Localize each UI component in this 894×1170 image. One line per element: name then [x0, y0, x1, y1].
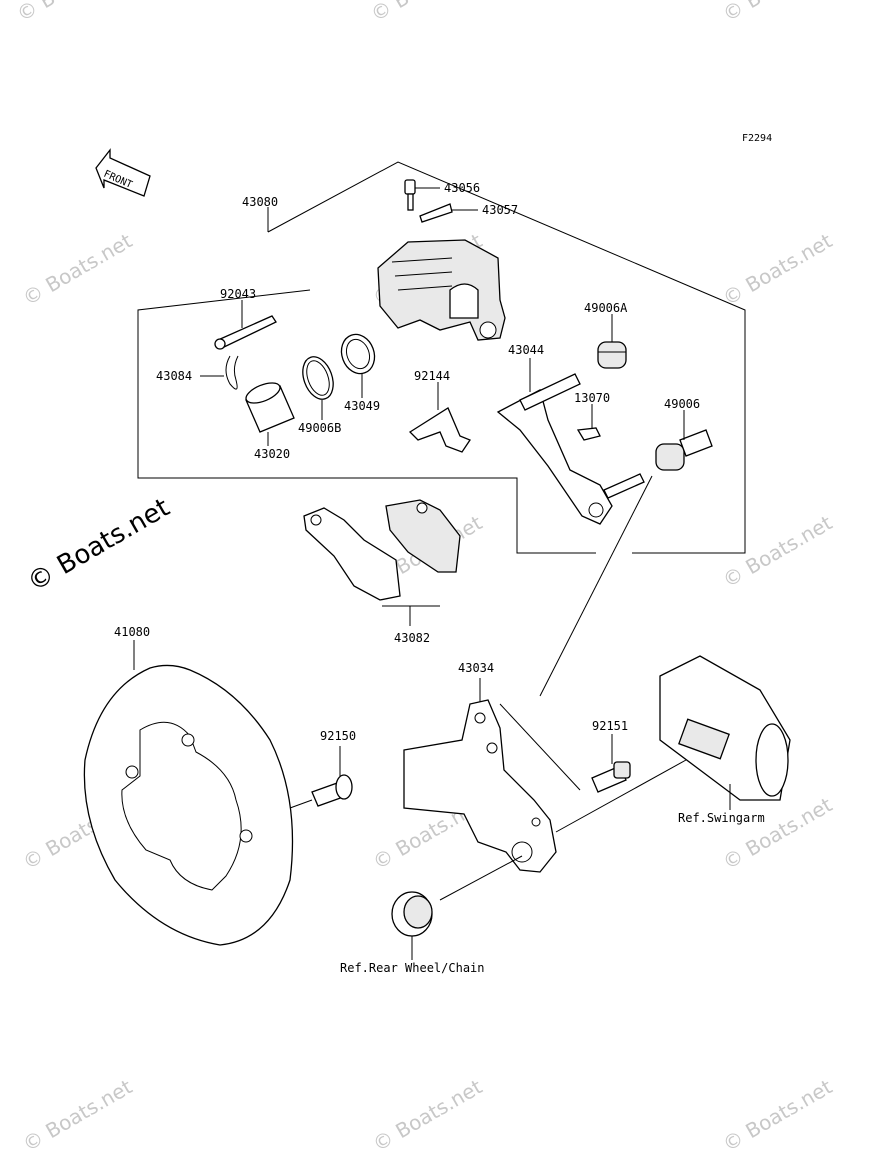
- part-label-92144: 92144: [414, 369, 450, 383]
- ref-rear-wheel-label: Ref.Rear Wheel/Chain: [340, 961, 485, 975]
- part-label-92151: 92151: [592, 719, 628, 733]
- part-label-92150: 92150: [320, 729, 356, 743]
- caliper-assembly-outline-left: [137, 289, 596, 554]
- front-arrow-icon: FRONT: [95, 148, 151, 197]
- watermark-text: © Boats.net: [719, 510, 837, 592]
- pad-clip: [576, 404, 601, 441]
- watermark-text: © Boats.net: [719, 0, 837, 26]
- part-label-43080: 43080: [242, 195, 278, 209]
- bleeder-valve: [404, 179, 440, 211]
- brake-caliper-body: [377, 239, 506, 341]
- watermark-text: © Boats.net: [719, 228, 837, 310]
- part-label-13070: 13070: [574, 391, 610, 405]
- caliper-holder: [403, 678, 557, 873]
- part-label-43057: 43057: [482, 203, 518, 217]
- watermark-text: © Boats.net: [13, 0, 131, 26]
- part-label-43084: 43084: [156, 369, 192, 383]
- part-label-43049: 43049: [344, 399, 380, 413]
- piston-seal: [302, 356, 334, 420]
- watermark-text: © Boats.net: [19, 228, 137, 310]
- leader-line: [439, 855, 523, 901]
- part-label-49006A: 49006A: [584, 301, 628, 315]
- figure-code: F2294: [742, 133, 772, 144]
- watermark-main-text: © Boats.net: [23, 493, 175, 598]
- part-label-92043: 92043: [220, 287, 256, 301]
- caliper-assembly-outline: [267, 161, 746, 554]
- brake-disc: [83, 640, 294, 946]
- sleeve-boot-49006: [655, 410, 713, 471]
- watermark-text: © Boats.net: [19, 1074, 137, 1156]
- leader-line: [499, 703, 581, 791]
- pad-spring: [408, 382, 471, 453]
- watermark-text: © Boats.net: [369, 1074, 487, 1156]
- part-label-43034: 43034: [458, 661, 494, 675]
- part-label-41080: 41080: [114, 625, 150, 639]
- caliper-pin: [214, 300, 277, 350]
- leader-line: [555, 759, 687, 833]
- part-label-49006B: 49006B: [298, 421, 341, 435]
- caliper-bracket: [496, 358, 645, 525]
- leader-line: [539, 475, 653, 697]
- part-label-43082: 43082: [394, 631, 430, 645]
- holder-bolt: [591, 734, 631, 793]
- watermark-text: © Boats.net: [367, 0, 485, 26]
- bleeder-cap: [419, 203, 478, 223]
- dust-seal: [340, 333, 376, 398]
- part-label-43020: 43020: [254, 447, 290, 461]
- ref-swingarm-label: Ref.Swingarm: [678, 811, 765, 825]
- swingarm-reference-shape: [659, 655, 791, 810]
- boot-49006a: [597, 314, 627, 369]
- part-label-43044: 43044: [508, 343, 544, 357]
- pin-clip: [200, 355, 239, 390]
- disc-bolt: [289, 746, 353, 809]
- wheel-collar: [391, 891, 433, 960]
- brake-pads: [303, 499, 461, 626]
- part-label-43056: 43056: [444, 181, 480, 195]
- watermark-text: © Boats.net: [719, 1074, 837, 1156]
- part-label-49006: 49006: [664, 397, 700, 411]
- caliper-piston: [245, 382, 295, 446]
- watermark-text: © Boats.net: [719, 792, 837, 874]
